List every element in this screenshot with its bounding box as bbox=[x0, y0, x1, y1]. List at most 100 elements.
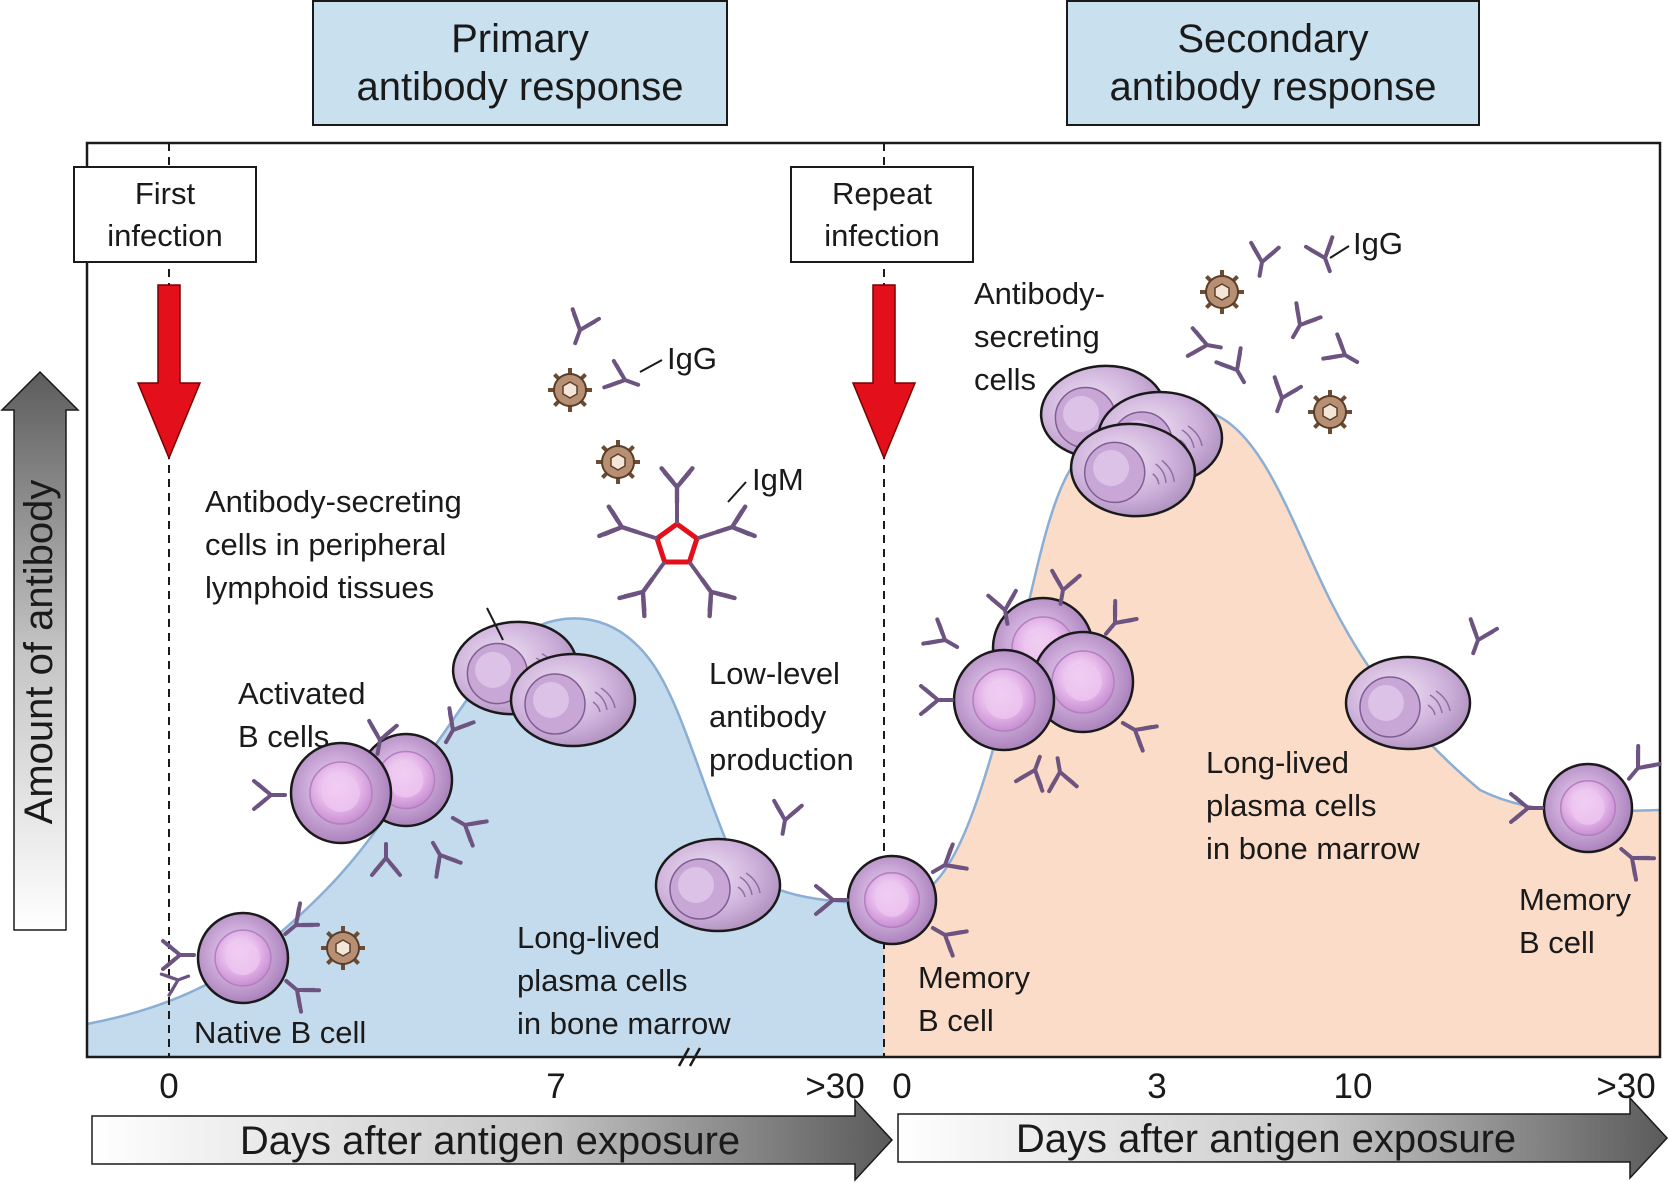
activated-b-cell bbox=[289, 741, 393, 845]
antibody-icon bbox=[1468, 617, 1499, 656]
antibody-icon bbox=[283, 901, 321, 936]
cells-layer bbox=[159, 235, 1662, 1014]
igm-arm-icon bbox=[699, 577, 737, 619]
igm-arm-icon bbox=[597, 504, 639, 539]
activated-b-cells-line1: Activated bbox=[238, 676, 366, 711]
antibody-icon bbox=[161, 939, 196, 971]
igm-arm-icon bbox=[617, 577, 655, 619]
asc-secondary-line3: cells bbox=[974, 362, 1036, 397]
low-level-line2: antibody bbox=[709, 699, 827, 734]
activated-b-cells-line2: B cells bbox=[238, 719, 329, 754]
igg-antibody-icon bbox=[1321, 332, 1360, 364]
tick-right-3: 3 bbox=[1147, 1067, 1166, 1106]
igg-antibody-icon bbox=[570, 307, 601, 346]
antibody-icon bbox=[159, 972, 191, 997]
asc-secondary-line2: secreting bbox=[974, 319, 1100, 354]
antibody-icon bbox=[986, 588, 1018, 626]
igg-antibody-icon bbox=[602, 359, 641, 390]
primary-header-line1: Primary bbox=[451, 17, 589, 61]
memory-b-cell-mid bbox=[846, 854, 938, 946]
low-level-line1: Low-level bbox=[709, 656, 840, 691]
igg-primary-pointer bbox=[639, 359, 663, 373]
igg-primary-label: IgG bbox=[667, 341, 717, 376]
naive-b-cell bbox=[196, 911, 290, 1005]
plasma-cell bbox=[509, 652, 637, 748]
tick-left-7: 7 bbox=[546, 1067, 565, 1106]
primary-response-header: Primary antibody response bbox=[312, 0, 728, 126]
long-lived-right-line3: in bone marrow bbox=[1206, 831, 1420, 866]
igm-arm-icon bbox=[659, 466, 695, 505]
antibody-icon bbox=[1509, 792, 1544, 824]
secondary-header-line1: Secondary bbox=[1177, 17, 1368, 61]
tick-left-0: 0 bbox=[159, 1067, 178, 1106]
igm-pointer bbox=[727, 481, 747, 503]
primary-header-line2: antibody response bbox=[357, 65, 684, 109]
long-lived-left-line2: plasma cells bbox=[517, 963, 688, 998]
antibody-icon bbox=[930, 926, 969, 958]
antibody-icon bbox=[1047, 756, 1079, 794]
tick-right-30: >30 bbox=[1596, 1067, 1655, 1106]
first-infection-arrow-icon bbox=[136, 284, 202, 460]
antibody-icon bbox=[431, 840, 463, 879]
x-axis-label-left: Days after antigen exposure bbox=[240, 1119, 740, 1163]
long-lived-right-line2: plasma cells bbox=[1206, 788, 1377, 823]
secondary-header-line2: antibody response bbox=[1110, 65, 1437, 109]
long-lived-plasma-cell-right bbox=[1344, 655, 1472, 751]
antibody-icon bbox=[252, 779, 287, 811]
antibody-icon bbox=[1627, 743, 1662, 781]
x-axis-label-right: Days after antigen exposure bbox=[1016, 1117, 1516, 1161]
repeat-infection-box: Repeat infection bbox=[790, 166, 974, 263]
antibody-icon bbox=[772, 798, 804, 836]
naive-b-cell-label: Native B cell bbox=[194, 1015, 366, 1050]
igg-antibody-icon bbox=[1214, 346, 1246, 385]
igm-label: IgM bbox=[752, 462, 804, 497]
pathogen-icon bbox=[1200, 270, 1244, 314]
antibody-icon bbox=[370, 842, 402, 877]
asc-peripheral-line3: lymphoid tissues bbox=[205, 570, 434, 605]
repeat-infection-line2: infection bbox=[824, 218, 939, 253]
tick-right-10: 10 bbox=[1334, 1067, 1373, 1106]
antibody-icon bbox=[921, 617, 960, 649]
repeat-infection-line1: Repeat bbox=[832, 176, 932, 211]
long-lived-left-line3: in bone marrow bbox=[517, 1006, 731, 1041]
memory-b-cell-right-line2: B cell bbox=[1519, 925, 1595, 960]
antibody-icon bbox=[367, 718, 399, 756]
plot-frame bbox=[85, 141, 1662, 1059]
asc-peripheral-line2: cells in peripheral bbox=[205, 527, 446, 562]
first-infection-line1: First bbox=[135, 176, 196, 211]
igg-secondary-label: IgG bbox=[1353, 226, 1403, 261]
first-infection-line2: infection bbox=[107, 218, 222, 253]
memory-b-cell-mid-line1: Memory bbox=[918, 960, 1030, 995]
igm-arm-icon bbox=[715, 504, 757, 539]
secondary-response-header: Secondary antibody response bbox=[1066, 0, 1480, 126]
asc-secondary-line1: Antibody- bbox=[974, 276, 1105, 311]
long-lived-plasma-cell-left bbox=[654, 837, 782, 933]
tick-right-0: 0 bbox=[892, 1067, 911, 1106]
memory-b-cell-mid-line2: B cell bbox=[918, 1003, 994, 1038]
antibody-icon bbox=[284, 979, 322, 1014]
x-axis-arrow-left: Days after antigen exposure bbox=[91, 1098, 894, 1182]
pathogen-icon bbox=[548, 368, 592, 412]
x-axis-arrow-right: Days after antigen exposure bbox=[897, 1096, 1669, 1180]
pathogen-icon bbox=[1308, 390, 1352, 434]
y-axis-label: Amount of antibody bbox=[17, 480, 61, 825]
igg-antibody-icon bbox=[1185, 326, 1223, 358]
y-axis-arrow: Amount of antibody bbox=[0, 370, 80, 931]
memory-b-cell-right-line1: Memory bbox=[1519, 882, 1631, 917]
igg-secondary-pointer bbox=[1329, 245, 1350, 259]
low-level-line3: production bbox=[709, 742, 854, 777]
antibody-icon bbox=[919, 684, 954, 716]
antibody-icon bbox=[450, 816, 489, 848]
igg-antibody-icon bbox=[1291, 301, 1323, 340]
igg-antibody-icon bbox=[1249, 240, 1281, 278]
antibody-icon bbox=[1619, 847, 1657, 882]
asc-peripheral-pointer bbox=[486, 607, 504, 641]
activated-b-cell bbox=[1031, 630, 1135, 734]
first-infection-box: First infection bbox=[73, 166, 257, 263]
antibody-icon bbox=[1104, 598, 1139, 636]
igg-antibody-icon bbox=[1304, 235, 1335, 274]
plasma-cell bbox=[1069, 422, 1197, 518]
antibody-icon bbox=[1050, 568, 1082, 606]
memory-b-cell-right bbox=[1542, 762, 1634, 854]
